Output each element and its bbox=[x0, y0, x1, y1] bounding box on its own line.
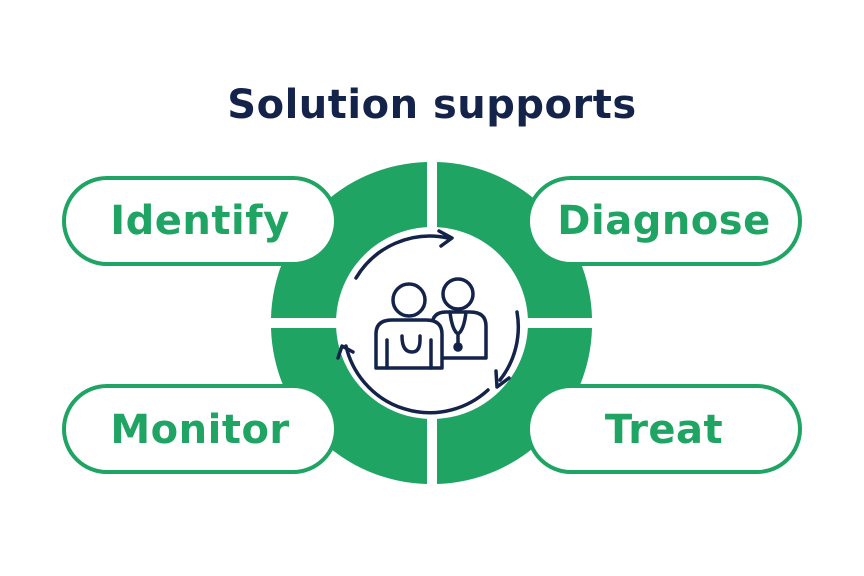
stage-treat: Treat bbox=[526, 384, 802, 474]
doctor-head bbox=[441, 277, 475, 311]
stage-monitor-label: Monitor bbox=[110, 407, 289, 453]
stage-treat-pill bbox=[526, 384, 802, 474]
patient-body bbox=[374, 318, 444, 370]
cycle-arc-right bbox=[498, 310, 521, 382]
cycle-arc-bottom bbox=[344, 344, 490, 415]
doctor-stethoscope-bell bbox=[453, 342, 463, 352]
stage-monitor-pill bbox=[62, 384, 338, 474]
stage-identify-pill bbox=[62, 176, 338, 266]
stage-identify: Identify bbox=[62, 176, 338, 266]
quadrant-ring bbox=[271, 162, 592, 484]
patient-stethoscope bbox=[400, 334, 422, 354]
cycle-arc-top bbox=[354, 234, 450, 280]
cycle-arrows-icon bbox=[336, 229, 521, 415]
ring-quadrant-bottom-left bbox=[271, 328, 427, 484]
ring-quadrant-bottom-right bbox=[437, 328, 592, 484]
stage-treat-label: Treat bbox=[605, 407, 723, 453]
cycle-arrowhead-right bbox=[494, 369, 511, 389]
cycle-arrowhead-left bbox=[336, 344, 355, 360]
stage-identify-label: Identify bbox=[110, 198, 289, 244]
ring-quadrant-top-right bbox=[437, 162, 592, 318]
patient-and-doctor-icon bbox=[374, 277, 488, 370]
patient-head bbox=[391, 282, 427, 318]
cycle-arrowhead-top bbox=[437, 229, 454, 248]
stage-diagnose-label: Diagnose bbox=[557, 198, 770, 244]
diagram-title: Solution supports bbox=[227, 82, 637, 128]
stage-diagnose: Diagnose bbox=[526, 176, 802, 266]
ring-quadrant-top-left bbox=[271, 162, 427, 318]
stage-diagnose-pill bbox=[526, 176, 802, 266]
stage-monitor: Monitor bbox=[62, 384, 338, 474]
